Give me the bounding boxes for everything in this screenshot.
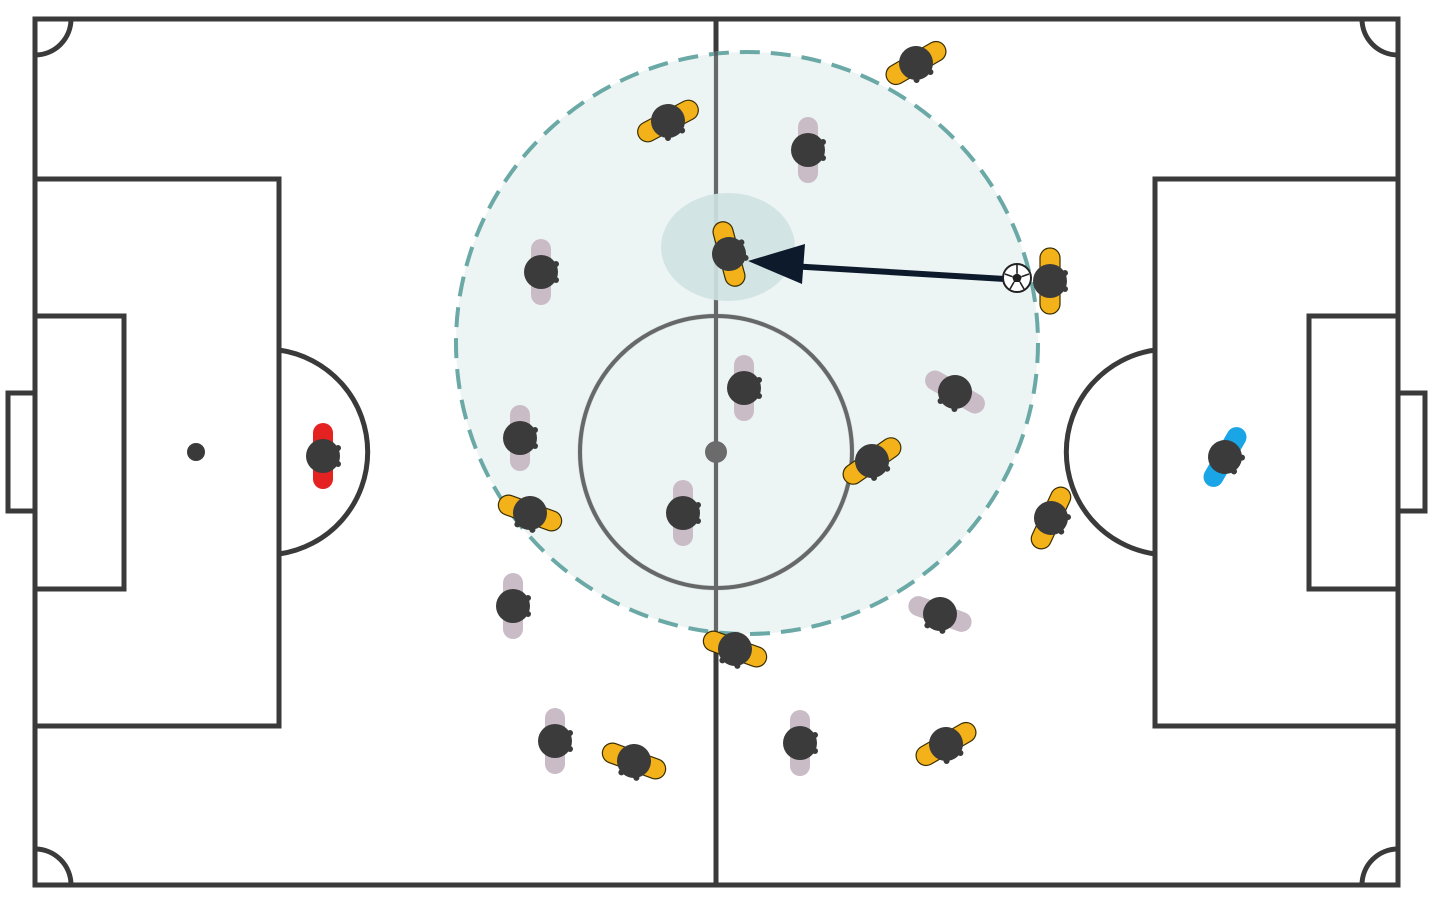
centre-spot <box>705 441 727 463</box>
player-topdown-icon <box>601 742 667 781</box>
player-topdown-icon <box>538 708 573 774</box>
player-topdown-icon <box>524 239 559 305</box>
right-penalty-arc <box>1063 347 1156 557</box>
player-topdown-icon <box>842 437 902 485</box>
football-icon <box>1002 263 1032 293</box>
corner-arc-bottom-left <box>34 846 74 886</box>
player-topdown-icon <box>637 99 699 143</box>
player-topdown-icon <box>1030 486 1072 550</box>
corner-arc-top-left <box>34 18 74 58</box>
left-penalty-arc <box>278 347 371 557</box>
player-topdown-icon <box>1203 427 1247 487</box>
left-goal <box>5 390 38 514</box>
players-layer <box>306 40 1247 781</box>
arrow-icon <box>748 244 805 284</box>
right-goal <box>1395 390 1428 514</box>
player-topdown-icon <box>702 630 768 669</box>
player-topdown-icon <box>783 710 818 776</box>
pitch-markings-overlay <box>578 52 854 634</box>
left-penalty-spot <box>187 443 205 461</box>
corner-arc-bottom-right <box>1359 846 1399 886</box>
player-topdown-icon <box>503 405 538 471</box>
player-topdown-icon <box>306 423 341 489</box>
player-topdown-icon <box>497 494 563 533</box>
player-topdown-icon <box>1033 247 1068 315</box>
player-topdown-icon <box>712 221 749 287</box>
player-topdown-icon <box>908 596 972 634</box>
centre-circle-overlay <box>578 314 854 590</box>
player-topdown-icon <box>727 355 762 421</box>
pressure-zone <box>454 50 1040 636</box>
player-topdown-icon <box>791 117 826 183</box>
pass-line <box>787 263 1008 282</box>
corner-arc-top-right <box>1359 18 1399 58</box>
player-topdown-icon <box>885 40 947 86</box>
player-topdown-icon <box>925 370 985 414</box>
player-topdown-icon <box>496 573 531 639</box>
player-topdown-icon <box>666 480 701 546</box>
player-topdown-icon <box>915 721 977 767</box>
pass-arrow <box>748 244 1008 284</box>
